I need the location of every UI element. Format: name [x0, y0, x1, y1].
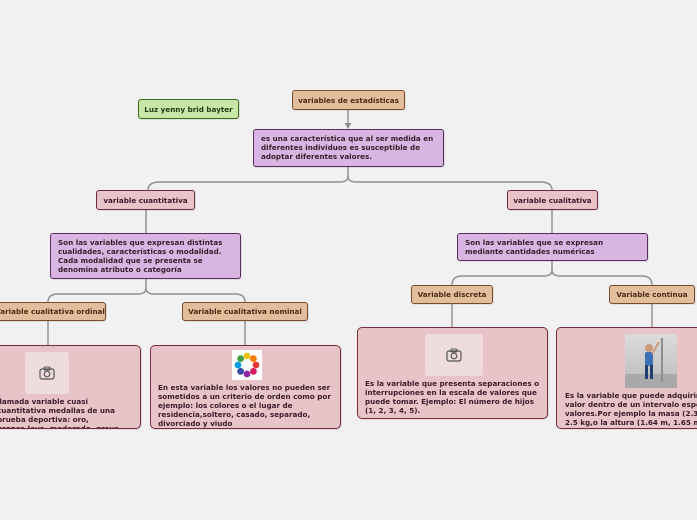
definition-text: es una característica que al ser medida … — [261, 134, 434, 161]
continua-card[interactable]: Es la variable que puede adquirir cualqu… — [556, 327, 697, 429]
left-description-text: Son las variables que expresan distintas… — [58, 238, 223, 274]
connector-definition-right — [347, 175, 553, 191]
author-label[interactable]: Luz yenny brid bayter — [138, 99, 239, 119]
connector-right-continua — [551, 269, 653, 286]
ordinal-label: Variable cualitativa ordinal — [0, 307, 105, 316]
person-measuring-icon — [625, 338, 677, 388]
connector-right-discreta — [451, 261, 553, 286]
connector-left-ordinal — [47, 279, 147, 303]
root-node[interactable]: variables de estadísticas — [292, 90, 405, 110]
discreta-label: Variable discreta — [417, 290, 487, 299]
image-placeholder — [425, 334, 483, 376]
right-description-node[interactable]: Son las variables que se expresan median… — [457, 233, 648, 261]
nominal-card[interactable]: En esta variable los valores no pueden s… — [150, 345, 341, 429]
connector-left-nominal — [145, 287, 246, 303]
discreta-card[interactable]: Es la variable que presenta separaciones… — [357, 327, 548, 419]
ordinal-card-text: llamada variable cuasi cuantitativa meda… — [0, 397, 122, 429]
nominal-card-text: En esta variable los valores no pueden s… — [158, 383, 331, 428]
camera-icon — [39, 366, 55, 380]
connector-definition-left — [147, 167, 349, 191]
author-text: Luz yenny brid bayter — [144, 104, 233, 114]
left-branch-node[interactable]: variable cuantitativa — [96, 190, 195, 210]
nominal-node[interactable]: Variable cualitativa nominal — [182, 302, 308, 321]
color-wheel-icon — [232, 350, 262, 380]
person-measuring-photo — [625, 334, 677, 388]
continua-node[interactable]: Variable continua — [609, 285, 695, 304]
ordinal-card[interactable]: llamada variable cuasi cuantitativa meda… — [0, 345, 141, 429]
arrow-head-icon — [344, 123, 352, 129]
right-branch-node[interactable]: variable cualitativa — [507, 190, 598, 210]
ordinal-node[interactable]: Variable cualitativa ordinal — [0, 302, 106, 321]
nominal-label: Variable cualitativa nominal — [188, 307, 302, 316]
left-description-node[interactable]: Son las variables que expresan distintas… — [50, 233, 241, 279]
left-branch-label: variable cuantitativa — [103, 195, 188, 205]
definition-node[interactable]: es una característica que al ser medida … — [253, 129, 444, 167]
right-branch-label: variable cualitativa — [513, 195, 592, 205]
image-placeholder — [25, 352, 69, 394]
camera-icon — [446, 348, 462, 362]
root-label: variables de estadísticas — [298, 95, 399, 105]
discreta-node[interactable]: Variable discreta — [411, 285, 493, 304]
right-description-text: Son las variables que se expresan median… — [465, 238, 604, 256]
continua-label: Variable continua — [616, 290, 688, 299]
discreta-card-text: Es la variable que presenta separaciones… — [365, 379, 540, 415]
continua-card-text: Es la variable que puede adquirir cualqu… — [565, 391, 697, 427]
